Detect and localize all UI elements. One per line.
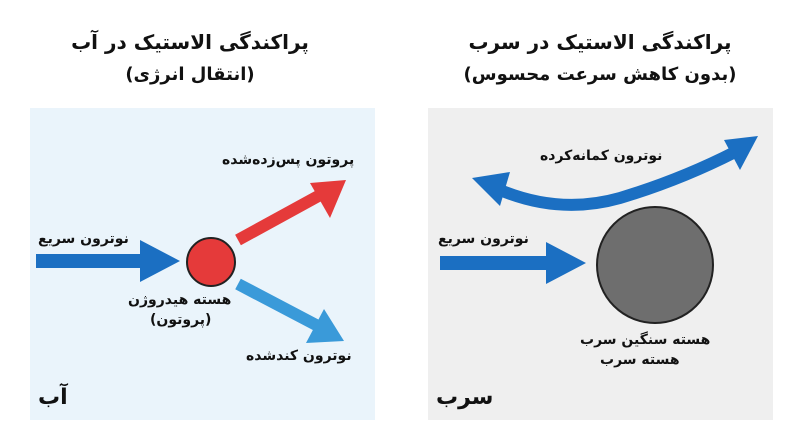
slowed-neutron-label: نوترون کندشده [246, 348, 352, 364]
lead-nucleus-sublabel: هسته سرب [600, 352, 680, 368]
slowed-neutron-arrow [235, 278, 344, 343]
lead-corner-label: سرب [436, 385, 494, 410]
lead-nucleus-label: هسته سنگین سرب [580, 332, 711, 348]
lead-fast-neutron-label: نوترون سریع [438, 231, 529, 247]
hydrogen-nucleus-label: هسته هیدروژن [128, 292, 232, 308]
water-title: پراکندگی الاستیک در آب [71, 30, 309, 54]
lead-nucleus [596, 206, 714, 324]
water-corner-label: آب [38, 385, 68, 410]
water-fast-neutron-label: نوترون سریع [38, 231, 129, 247]
deflected-neutron-arrow [472, 136, 758, 211]
water-fast-neutron-arrow [36, 240, 180, 282]
hydrogen-nucleus [186, 237, 236, 287]
recoil-proton-label: پروتون پس‌زده‌شده [222, 152, 355, 168]
lead-title: پراکندگی الاستیک در سرب [468, 30, 732, 54]
water-subtitle: (انتقال انرژی) [125, 64, 255, 85]
recoil-proton-arrow [235, 180, 346, 246]
deflected-neutron-label: نوترون کمانه‌کرده [540, 148, 663, 164]
hydrogen-nucleus-sublabel: (پروتون) [150, 312, 212, 328]
lead-subtitle: (بدون کاهش سرعت محسوس) [463, 64, 737, 85]
lead-fast-neutron-arrow [440, 242, 586, 284]
